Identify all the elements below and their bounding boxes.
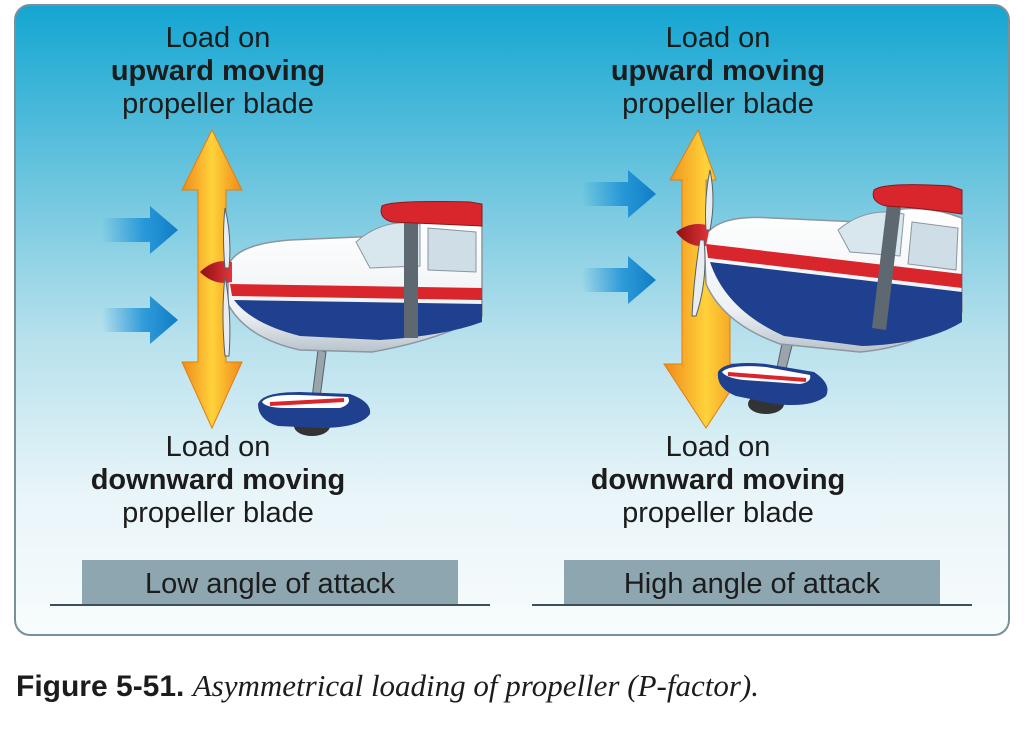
top-label-right-line3: propeller blade (622, 88, 814, 120)
bottom-label-left: Load on downward moving propeller blade (38, 431, 398, 530)
caption-low-aoa: Low angle of attack (82, 560, 458, 606)
bottom-label-right-line3: propeller blade (622, 497, 814, 529)
top-label-right: Load on upward moving propeller blade (538, 22, 898, 121)
top-label-left-line3: propeller blade (122, 88, 314, 120)
bottom-label-left-line1: Load on (165, 431, 271, 463)
top-label-right-line1: Load on (665, 22, 771, 54)
top-label-left-line1: Load on (165, 22, 271, 54)
bottom-label-right: Load on downward moving propeller blade (538, 431, 898, 530)
airplane-level (200, 201, 483, 436)
airflow-arrow-bottom-left (102, 296, 178, 344)
bottom-label-left-line3: propeller blade (122, 497, 314, 529)
divider-left (50, 604, 490, 606)
airflow-arrow-top-right (582, 170, 656, 218)
airflow-arrow-bottom-right (582, 256, 656, 304)
airplane-pitched-up (676, 169, 963, 414)
figure-number: Figure 5-51. (16, 670, 185, 703)
bottom-label-right-bold: downward moving (590, 464, 846, 496)
figure-caption: Figure 5-51. Asymmetrical loading of pro… (16, 668, 759, 704)
caption-high-aoa: High angle of attack (564, 560, 940, 606)
top-label-right-bold: upward moving (610, 55, 826, 87)
bottom-label-right-line1: Load on (665, 431, 771, 463)
divider-right (532, 604, 972, 606)
airflow-arrow-top-left (102, 206, 178, 254)
top-label-left-bold: upward moving (110, 55, 326, 87)
bottom-label-left-bold: downward moving (90, 464, 346, 496)
top-label-left: Load on upward moving propeller blade (38, 22, 398, 121)
figure-text: Asymmetrical loading of propeller (P-fac… (192, 668, 759, 703)
